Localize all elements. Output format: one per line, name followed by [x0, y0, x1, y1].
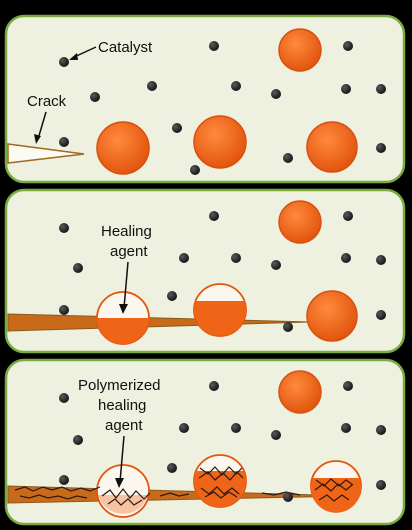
catalyst-particle — [341, 253, 351, 263]
microcapsule — [279, 29, 321, 71]
catalyst-particle — [73, 435, 83, 445]
microcapsule — [97, 122, 149, 174]
catalyst-particle — [343, 211, 353, 221]
catalyst-label: Catalyst — [98, 39, 153, 56]
catalyst-particle — [231, 81, 241, 91]
catalyst-particle — [167, 463, 177, 473]
catalyst-particle — [376, 143, 386, 153]
microcapsule — [194, 116, 246, 168]
catalyst-particle — [209, 41, 219, 51]
polymerized-label-line1: Polymerized — [78, 377, 161, 394]
catalyst-particle — [343, 381, 353, 391]
panel-1: Catalyst Crack — [6, 16, 404, 182]
catalyst-particle — [341, 423, 351, 433]
catalyst-particle — [179, 423, 189, 433]
microcapsule — [279, 371, 321, 413]
catalyst-particle — [59, 305, 69, 315]
catalyst-particle — [231, 423, 241, 433]
catalyst-particle — [271, 260, 281, 270]
catalyst-particle — [283, 153, 293, 163]
ruptured-capsule — [194, 284, 246, 336]
catalyst-particle — [209, 211, 219, 221]
polymerized-label-line2: healing — [98, 397, 146, 414]
ruptured-capsule — [97, 465, 149, 517]
healing-agent-label-line1: Healing — [101, 223, 152, 240]
panel-3: Polymerized healing agent — [6, 360, 404, 524]
catalyst-particle — [283, 492, 293, 502]
healing-agent-label-line2: agent — [110, 243, 148, 260]
catalyst-particle — [73, 263, 83, 273]
ruptured-capsule — [194, 455, 246, 507]
catalyst-particle — [271, 89, 281, 99]
catalyst-particle — [59, 475, 69, 485]
catalyst-particle — [343, 41, 353, 51]
catalyst-particle — [179, 253, 189, 263]
catalyst-particle — [209, 381, 219, 391]
microcapsule — [307, 291, 357, 341]
catalyst-particle — [376, 310, 386, 320]
catalyst-particle — [59, 393, 69, 403]
ruptured-capsule — [97, 292, 149, 344]
panel-2: Healing agent — [6, 190, 404, 352]
catalyst-particle — [59, 57, 69, 67]
catalyst-particle — [59, 223, 69, 233]
microcapsule — [307, 122, 357, 172]
catalyst-particle — [172, 123, 182, 133]
catalyst-particle — [271, 430, 281, 440]
crack-label: Crack — [27, 93, 67, 110]
catalyst-particle — [147, 81, 157, 91]
catalyst-particle — [341, 84, 351, 94]
catalyst-particle — [59, 137, 69, 147]
catalyst-particle — [376, 425, 386, 435]
microcapsule — [279, 201, 321, 243]
catalyst-particle — [167, 291, 177, 301]
catalyst-particle — [231, 253, 241, 263]
catalyst-particle — [376, 480, 386, 490]
polymerized-label-line3: agent — [105, 417, 143, 434]
catalyst-particle — [283, 322, 293, 332]
catalyst-particle — [376, 255, 386, 265]
catalyst-particle — [376, 84, 386, 94]
catalyst-particle — [190, 165, 200, 175]
catalyst-particle — [90, 92, 100, 102]
